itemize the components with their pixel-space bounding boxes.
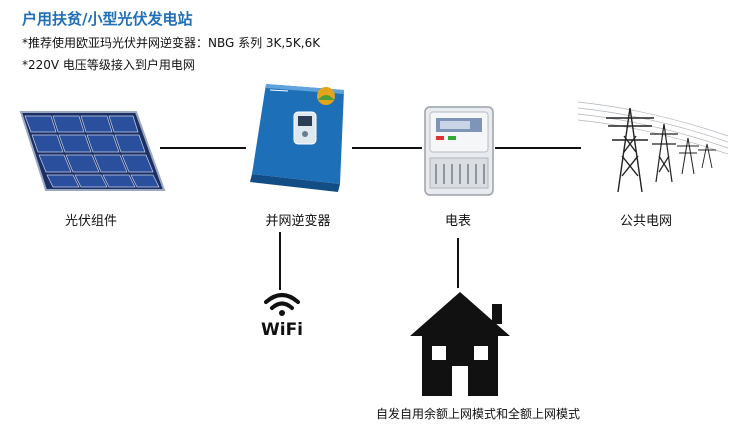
inverter-icon xyxy=(244,82,354,194)
wifi-text: WiFi xyxy=(261,320,303,338)
connector-inverter-wifi xyxy=(279,232,281,290)
house-mode-label: 自发自用余额上网模式和全额上网模式 xyxy=(375,407,581,421)
voltage-note: *220V 电压等级接入到户用电网 xyxy=(22,58,195,72)
electricity-meter-label: 电表 xyxy=(444,214,472,229)
solar-panel-icon xyxy=(16,106,166,196)
wifi-icon: WiFi xyxy=(252,290,312,340)
house-icon xyxy=(408,290,512,398)
connector-panel-inverter xyxy=(160,147,246,149)
inverter-recommendation-note: *推荐使用欧亚玛光伏并网逆变器：NBG 系列 3K,5K,6K xyxy=(22,36,321,50)
connector-inverter-meter xyxy=(352,147,422,149)
solar-panel-label: 光伏组件 xyxy=(64,214,118,229)
public-grid-label: 公共电网 xyxy=(619,214,673,229)
connector-meter-house xyxy=(457,238,459,288)
page-title: 户用扶贫/小型光伏发电站 xyxy=(22,10,193,28)
electricity-meter-icon xyxy=(422,104,496,198)
inverter-label: 并网逆变器 xyxy=(265,214,331,229)
connector-meter-grid xyxy=(495,147,581,149)
power-tower-icon xyxy=(577,96,729,200)
